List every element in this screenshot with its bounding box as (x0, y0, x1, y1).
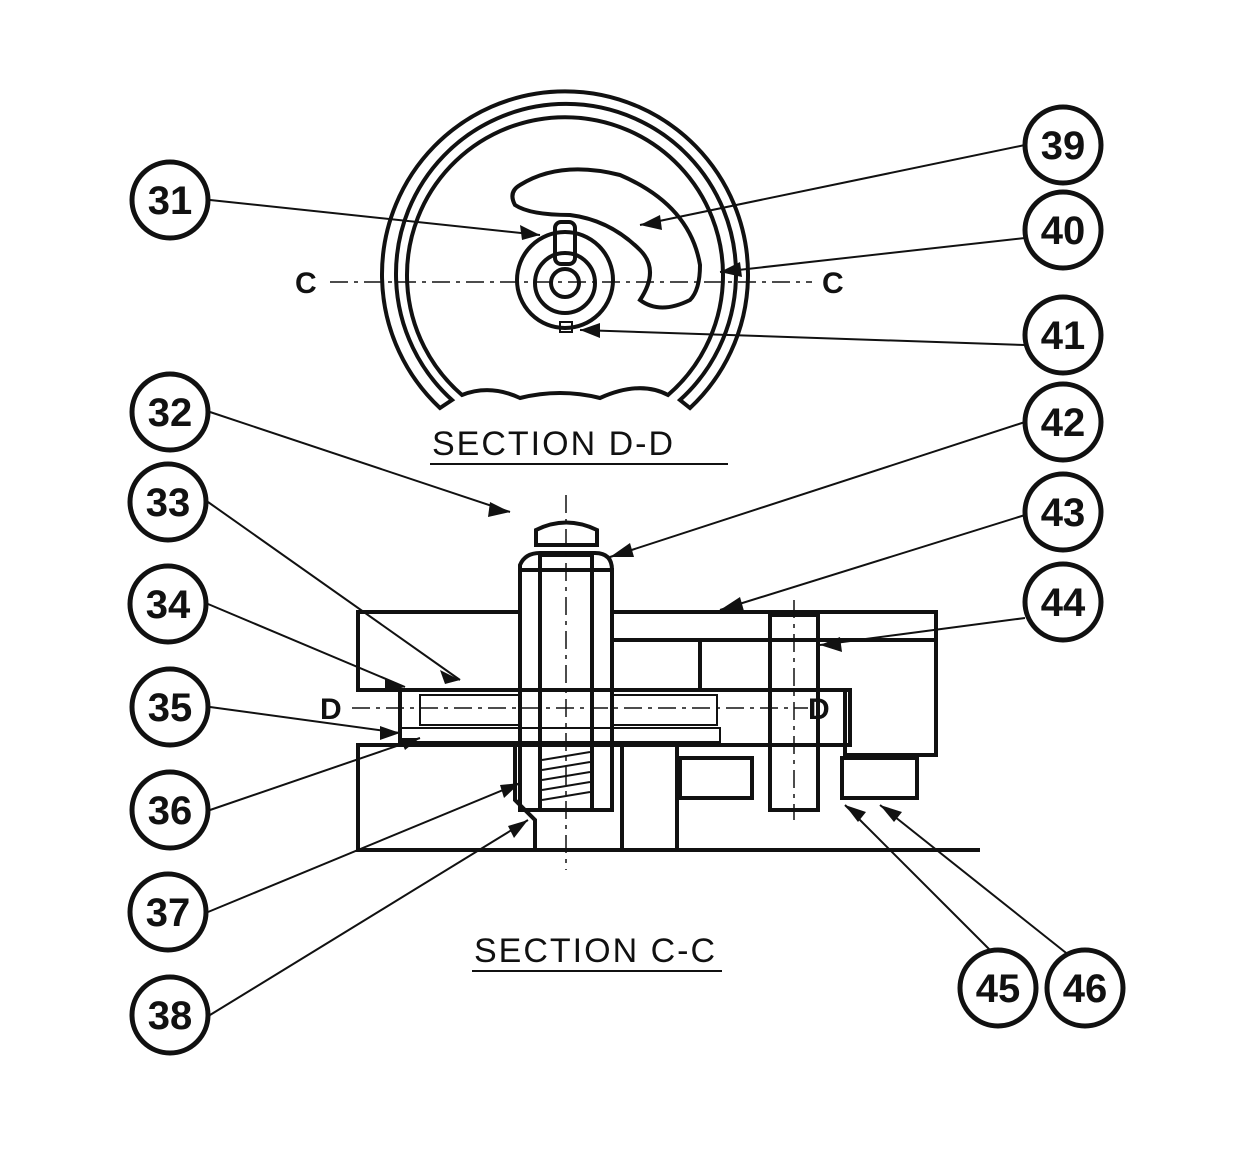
svg-text:42: 42 (1041, 401, 1086, 445)
outer-rim (380, 89, 750, 411)
cut-label-c-right: C (822, 267, 844, 300)
lower-block-middle (620, 743, 679, 852)
svg-text:41: 41 (1041, 314, 1086, 358)
svg-text:43: 43 (1041, 491, 1086, 535)
spindle-head (534, 520, 599, 547)
cut-label-d-right: D (808, 693, 830, 726)
svg-text:33: 33 (146, 481, 191, 525)
leader-arrows (380, 215, 902, 838)
lower-plate-left (356, 743, 537, 852)
callout-39: 39 (1022, 104, 1104, 186)
disc-lower (399, 727, 721, 743)
svg-text:45: 45 (976, 967, 1021, 1011)
callouts: 31 32 33 34 35 36 37 38 39 40 41 42 43 4… (127, 104, 1126, 1056)
svg-text:31: 31 (148, 179, 193, 223)
callout-32: 32 (129, 371, 211, 453)
disc-left (419, 694, 521, 726)
hub-ring (533, 251, 597, 315)
callout-35: 35 (129, 666, 211, 748)
callout-40: 40 (1022, 189, 1104, 271)
callout-44: 44 (1022, 561, 1104, 643)
nut-left (678, 756, 754, 800)
svg-text:38: 38 (148, 994, 193, 1038)
callout-38: 38 (129, 974, 211, 1056)
callout-37: 37 (127, 871, 209, 953)
svg-text:46: 46 (1063, 967, 1108, 1011)
hub-outer (515, 230, 615, 330)
callout-45: 45 (957, 947, 1039, 1029)
pin (553, 220, 577, 266)
callout-31: 31 (129, 159, 211, 241)
section-d-d-view: C C SECTION D-D (295, 89, 844, 465)
upper-plate (356, 551, 938, 692)
disc-layer (398, 688, 852, 747)
hub-bore (549, 267, 581, 299)
section-d-d-title: SECTION D-D (432, 425, 675, 463)
svg-text:39: 39 (1041, 124, 1086, 168)
callout-36: 36 (129, 769, 211, 851)
svg-text:34: 34 (146, 583, 191, 627)
cut-label-d-left: D (320, 693, 342, 726)
callout-43: 43 (1022, 471, 1104, 553)
section-c-c-view: D D SECTION C-C (320, 495, 980, 972)
callout-41: 41 (1022, 294, 1104, 376)
svg-text:37: 37 (146, 891, 191, 935)
inner-body (405, 115, 725, 401)
svg-text:44: 44 (1041, 581, 1086, 625)
callout-34: 34 (127, 563, 209, 645)
callout-46: 46 (1044, 947, 1126, 1029)
svg-text:35: 35 (148, 686, 193, 730)
section-c-c-title: SECTION C-C (474, 932, 717, 970)
key (559, 321, 573, 333)
svg-text:32: 32 (148, 391, 193, 435)
nut-right (840, 756, 919, 800)
cut-label-c-left: C (295, 267, 317, 300)
callout-42: 42 (1022, 381, 1104, 463)
svg-text:36: 36 (148, 789, 193, 833)
disc-right (611, 694, 718, 726)
callout-33: 33 (127, 461, 209, 543)
svg-text:40: 40 (1041, 209, 1086, 253)
crescent-slot (510, 167, 703, 310)
spring (541, 751, 591, 801)
leader-lines (207, 144, 1076, 1016)
